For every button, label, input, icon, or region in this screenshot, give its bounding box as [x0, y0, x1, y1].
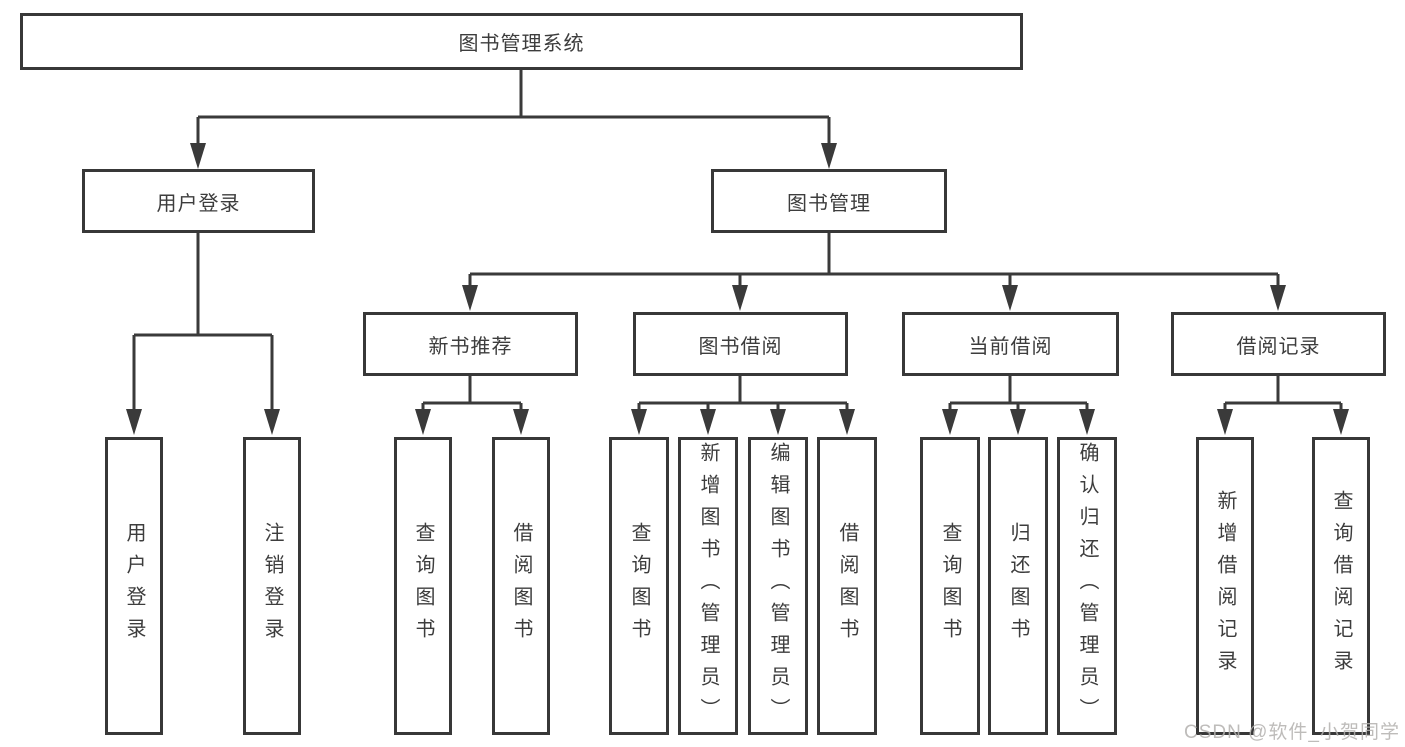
node-book-mgmt: 图书管理 — [711, 169, 947, 233]
node-current-borrow: 当前借阅 — [902, 312, 1119, 376]
node-root-label: 图书管理系统 — [458, 33, 585, 55]
connectors-book-borrow-children — [631, 376, 855, 435]
node-nb-borrow-label: 借阅图书 — [510, 522, 532, 650]
node-book-borrow: 图书借阅 — [633, 312, 848, 376]
node-current-borrow-label: 当前借阅 — [968, 335, 1053, 358]
node-nb-borrow: 借阅图书 — [492, 437, 550, 735]
connectors-book-mgmt-to-level3 — [462, 233, 1286, 311]
node-bb-edit: 编辑图书（管理员） — [748, 437, 808, 735]
node-bb-borrow: 借阅图书 — [817, 437, 877, 735]
node-cb-return: 归还图书 — [988, 437, 1048, 735]
node-cb-confirm-label: 确认归还（管理员） — [1076, 442, 1098, 730]
node-bb-add-label: 新增图书（管理员） — [697, 442, 719, 730]
connectors-new-book-children — [415, 376, 529, 435]
node-nb-query: 查询图书 — [394, 437, 452, 735]
connectors-current-borrow-children — [942, 376, 1095, 435]
node-bb-edit-label: 编辑图书（管理员） — [767, 442, 789, 730]
node-bb-borrow-label: 借阅图书 — [836, 522, 858, 650]
node-bb-add: 新增图书（管理员） — [678, 437, 738, 735]
node-logout-label: 注销登录 — [261, 522, 283, 650]
node-cb-confirm: 确认归还（管理员） — [1057, 437, 1117, 735]
node-bb-query: 查询图书 — [609, 437, 669, 735]
node-new-book: 新书推荐 — [363, 312, 578, 376]
node-user-login: 用户登录 — [82, 169, 315, 233]
node-user-login-label: 用户登录 — [156, 192, 241, 215]
connectors-borrow-record-children — [1217, 376, 1349, 435]
node-br-add-label: 新增借阅记录 — [1214, 490, 1236, 682]
node-login: 用户登录 — [105, 437, 163, 735]
node-borrow-record-label: 借阅记录 — [1236, 335, 1321, 358]
connectors-root-to-level2 — [190, 70, 837, 169]
node-root: 图书管理系统 — [20, 13, 1023, 70]
node-br-query-label: 查询借阅记录 — [1330, 490, 1352, 682]
node-br-query: 查询借阅记录 — [1312, 437, 1370, 735]
node-book-mgmt-label: 图书管理 — [787, 192, 871, 215]
node-bb-query-label: 查询图书 — [628, 522, 650, 650]
node-borrow-record: 借阅记录 — [1171, 312, 1386, 376]
node-cb-query-label: 查询图书 — [939, 522, 961, 650]
node-login-label: 用户登录 — [123, 522, 145, 650]
node-cb-return-label: 归还图书 — [1007, 522, 1029, 650]
node-br-add: 新增借阅记录 — [1196, 437, 1254, 735]
node-book-borrow-label: 图书借阅 — [698, 335, 783, 358]
node-logout: 注销登录 — [243, 437, 301, 735]
csdn-watermark: CSDN @软件_小贺同学 — [1184, 722, 1400, 743]
node-cb-query: 查询图书 — [920, 437, 980, 735]
node-new-book-label: 新书推荐 — [428, 335, 513, 358]
connectors-user-login-children — [126, 233, 280, 435]
node-nb-query-label: 查询图书 — [412, 522, 434, 650]
